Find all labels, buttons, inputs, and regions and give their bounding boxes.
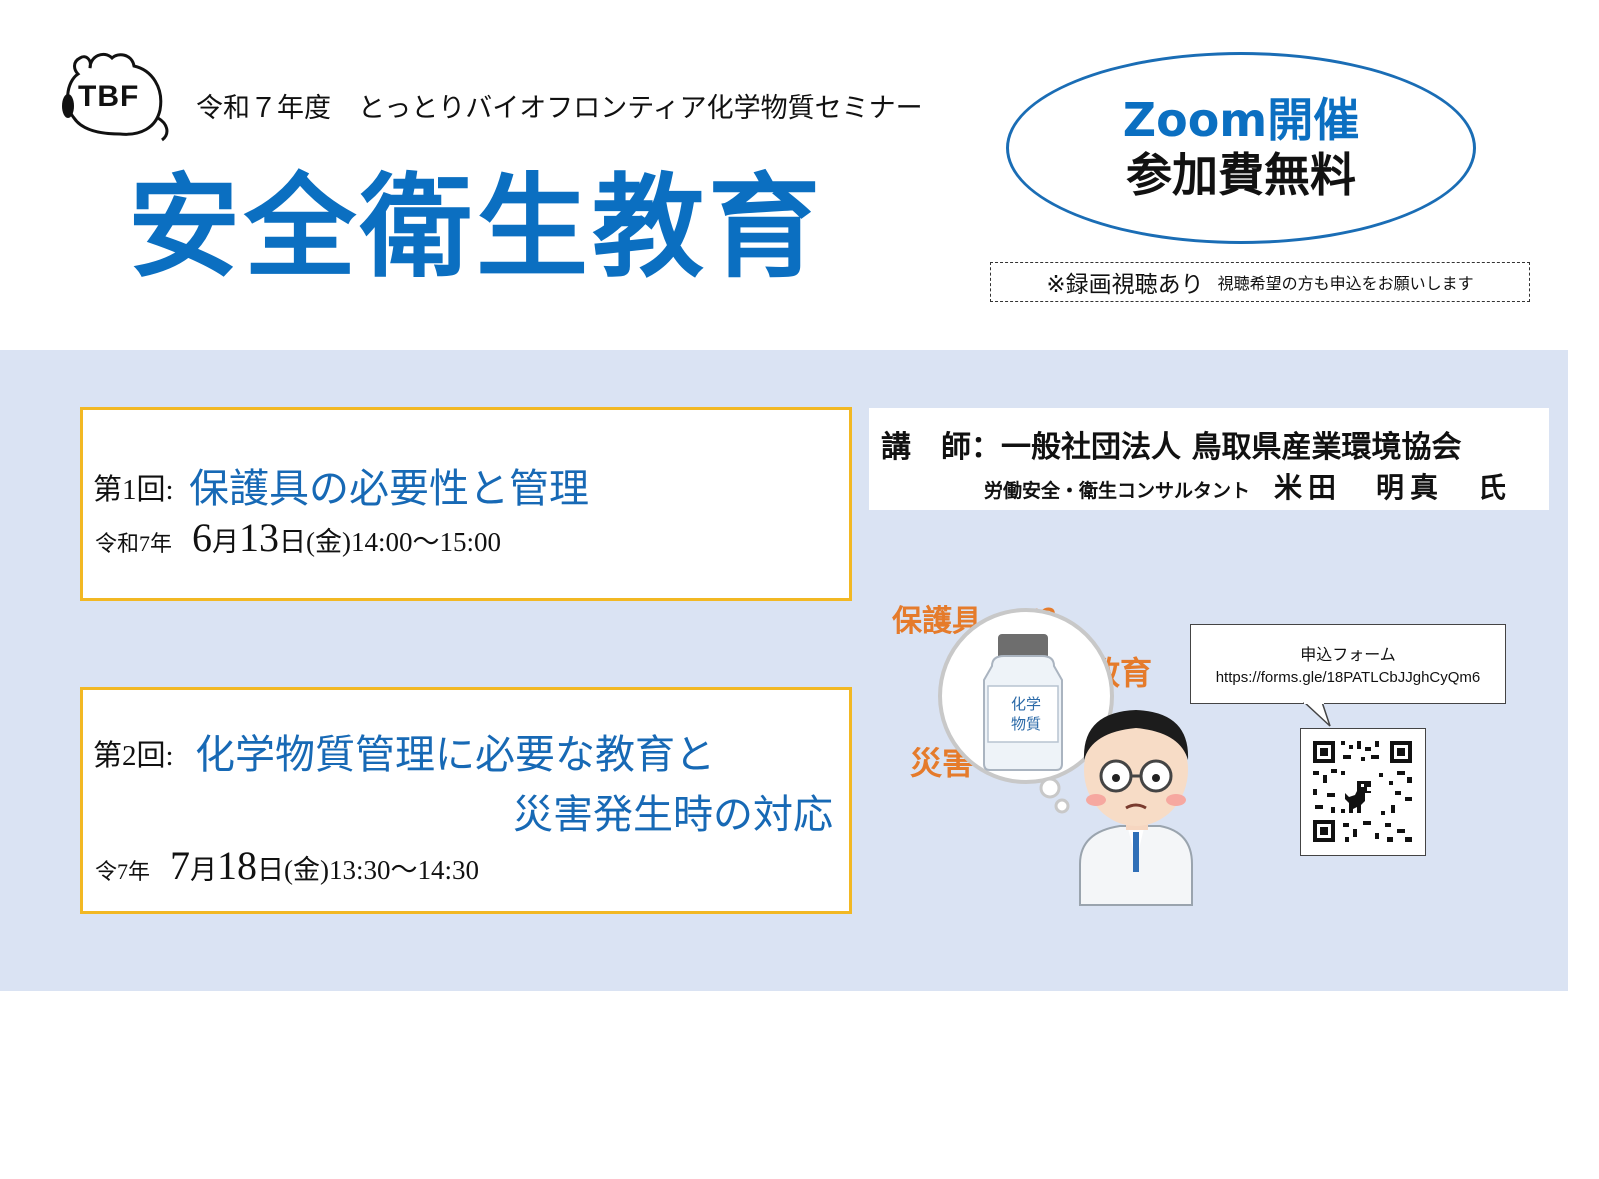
worried-scientist-illustration [938,608,1193,906]
lecturer-person: 労働安全・衛生コンサルタント 米田 明真 氏 [984,466,1512,506]
logo-text: TBF [78,80,140,113]
zoom-badge: Zoom開催 参加費無料 [1006,52,1476,244]
session-2-day: 18 [217,843,258,888]
session-1-card: 第1回: 保護具の必要性と管理 令和7年 6 月 13 日 (金)14:00～1… [80,407,852,601]
qr-code[interactable] [1300,728,1426,856]
session-1-label: 第1回: [93,474,174,506]
session-1-day-unit: 日 [279,527,307,557]
session-2-label: 第2回: [93,740,174,772]
session-2-time: (金)13:30～14:30 [284,855,480,885]
session-2-day-unit: 日 [257,855,285,885]
session-2-era: 令7年 [95,859,151,884]
session-2-month-unit: 月 [190,855,218,885]
lecturer-title: 労働安全・衛生コンサルタント [984,480,1251,502]
series-title: 令和７年度 とっとりバイオフロンティア化学物質セミナー [196,93,923,124]
session-1-time: (金)14:00～15:00 [306,527,502,557]
bottle-cap-icon [998,634,1048,660]
tbf-mouse-logo [62,52,169,142]
lecturer-organization: 講 師：一般社団法人 鳥取県産業環境協会 [881,430,1462,465]
recording-sub: 視聴希望の方も申込をお願いします [1217,274,1474,293]
session-2-month: 7 [170,843,191,888]
lecturer-name: 米田 明真 氏 [1274,471,1513,504]
session-1-topic: 保護具の必要性と管理 [189,466,589,512]
bottle-label: 化学 物質 [988,694,1064,734]
bottle-label-line1: 化学 [1010,695,1041,713]
lecturer-box: 講 師：一般社団法人 鳥取県産業環境協会 労働安全・衛生コンサルタント 米田 明… [869,408,1549,510]
session-1-month: 6 [192,515,213,560]
form-label: 申込フォーム [1300,645,1396,664]
session-1-era: 令和7年 [95,531,173,556]
form-callout: 申込フォーム https://forms.gle/18PATLCbJJghCyQ… [1190,624,1506,704]
session-1-date: 令和7年 6 月 13 日 (金)14:00～15:00 [95,514,501,561]
recording-main: ※録画視聴あり [1046,272,1204,298]
session-2-topic-line1: 化学物質管理に必要な教育と [195,732,715,778]
form-url-link[interactable]: https://forms.gle/18PATLCbJJghCyQm6 [1215,669,1481,686]
session-2-topic-line2: 災害発生時の対応 [513,792,833,838]
session-1-month-unit: 月 [212,527,240,557]
zoom-label: Zoom開催 [1122,92,1360,147]
session-1-day: 13 [239,515,280,560]
qr-code-icon [1313,741,1412,842]
session-2-date: 令7年 7 月 18 日 (金)13:30～14:30 [95,842,479,889]
callout-pointer [1302,702,1331,727]
bottle-label-line2: 物質 [1010,715,1041,733]
recording-note: ※録画視聴あり 視聴希望の方も申込をお願いします [990,262,1530,302]
session-2-card: 第2回: 化学物質管理に必要な教育と 災害発生時の対応 令7年 7 月 18 日… [80,687,852,914]
fee-label: 参加費無料 [1126,148,1356,202]
page-title: 安全衛生教育 [128,163,824,293]
